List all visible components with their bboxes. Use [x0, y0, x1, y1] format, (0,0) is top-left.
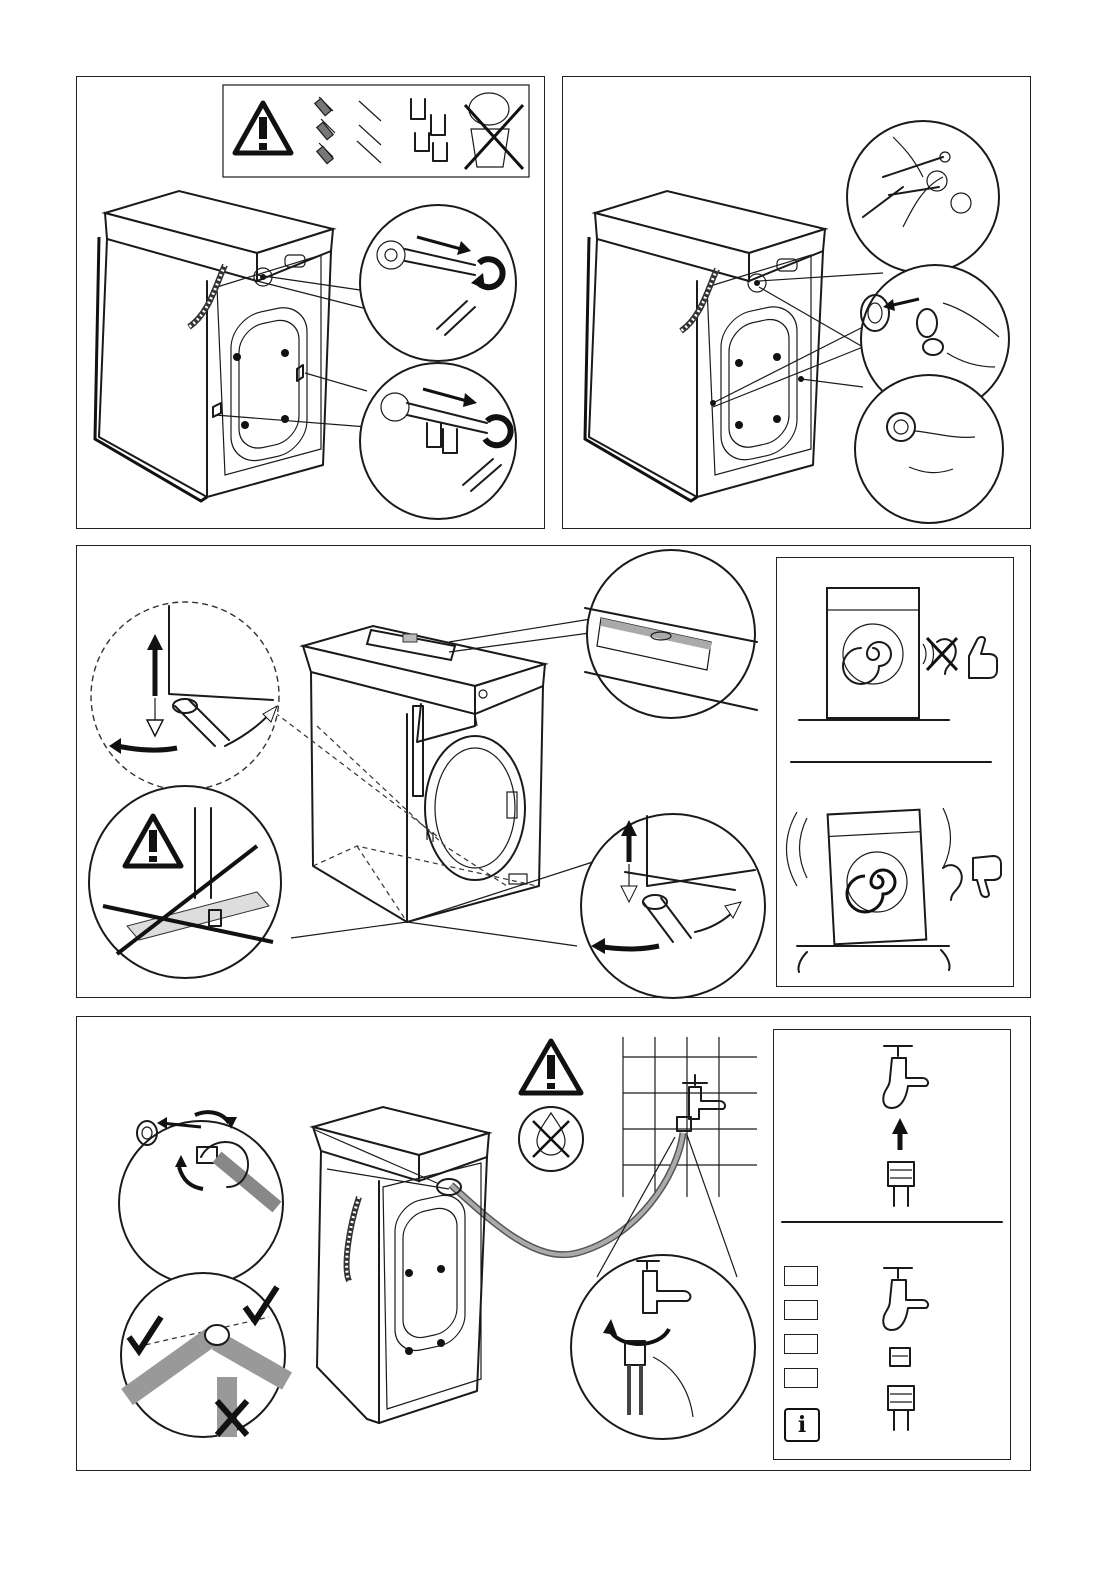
parts-box	[223, 85, 529, 177]
tap-icon	[883, 1268, 928, 1330]
detail-press-cap	[855, 375, 1003, 523]
recycle-bin-crossed-icon	[465, 93, 523, 169]
detail-remove-bolt-2	[360, 363, 516, 519]
subpanel-tap-adapter: i	[773, 1029, 1011, 1460]
detail-hose-angle	[121, 1273, 287, 1437]
warning-triangle-icon	[521, 1041, 581, 1093]
thumbs-down-icon	[973, 856, 1001, 897]
level-machine-good	[799, 588, 997, 720]
no-hot-water-icon	[519, 1107, 583, 1171]
info-label: i	[798, 1412, 806, 1438]
washing-machine-rear	[585, 191, 883, 501]
washing-machine-rear	[313, 1107, 489, 1423]
thumbs-up-icon	[969, 637, 997, 678]
warning-triangle-icon	[235, 103, 291, 153]
checkbox-2[interactable]	[784, 1300, 818, 1320]
unlevel-machine-bad	[787, 808, 1002, 972]
ear-icon	[943, 865, 962, 900]
tap-icon	[883, 1046, 928, 1108]
screws-icon	[357, 101, 381, 163]
arrow-up-icon	[892, 1118, 908, 1150]
panel-fit-plastic-caps	[562, 76, 1031, 529]
wall-tap	[677, 1075, 725, 1131]
detail-spirit-level	[585, 550, 757, 718]
detail-connect-to-tap	[571, 1255, 755, 1439]
hose-connector-icon	[888, 1162, 914, 1206]
clips-icon	[411, 99, 447, 161]
detail-no-wood-shim	[89, 786, 281, 978]
ear-crossed-icon	[927, 638, 957, 674]
bolts-icon	[315, 97, 335, 164]
adapter-icon	[890, 1348, 910, 1366]
checkbox-3[interactable]	[784, 1334, 818, 1354]
checkbox-4[interactable]	[784, 1368, 818, 1388]
subpanel-vibration	[776, 557, 1014, 987]
panel-remove-transit-bolts	[76, 76, 545, 529]
washing-machine-rear	[95, 191, 367, 501]
hose-connector-icon	[888, 1386, 914, 1430]
panel-water-inlet-hose: i	[76, 1016, 1031, 1471]
washing-machine-front	[261, 618, 599, 946]
detail-remove-spacers	[847, 121, 999, 273]
panel-levelling	[76, 545, 1031, 998]
detail-remove-bolt-1	[360, 205, 516, 361]
detail-connect-hose	[119, 1112, 283, 1285]
detail-adjust-foot-1	[91, 602, 279, 790]
checkbox-1[interactable]	[784, 1266, 818, 1286]
detail-adjust-foot-2	[581, 814, 765, 998]
info-icon: i	[784, 1408, 820, 1442]
